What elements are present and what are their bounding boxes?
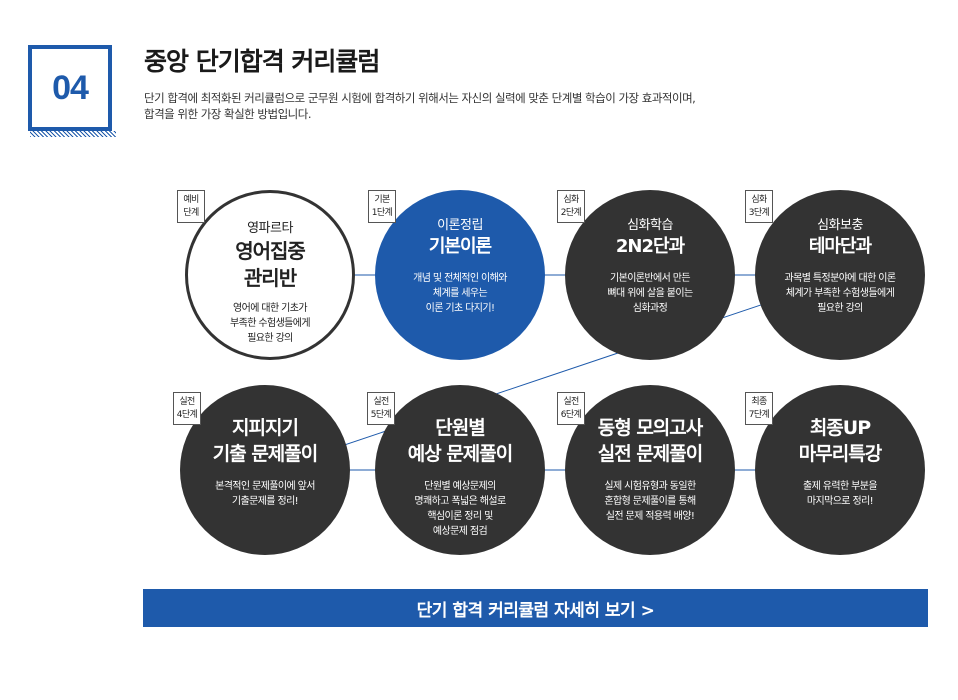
step-title: 테마단과 bbox=[808, 236, 872, 257]
step-5-unit-problems: 단원별 예상 문제풀이 단원별 예상문제의 명쾌하고 폭넓은 해설로 핵심이론 … bbox=[375, 385, 545, 555]
tag-line-1: 기본 bbox=[374, 195, 390, 205]
step-title: 동형 모의고사 실전 문제풀이 bbox=[597, 417, 703, 465]
tag-line-1: 실전 bbox=[563, 397, 579, 407]
tag-line-2: 6단계 bbox=[560, 410, 582, 420]
tag-line-2: 1단계 bbox=[371, 208, 393, 218]
step-tag: 심화 2단계 bbox=[557, 190, 585, 223]
step-6-mock-exam: 동형 모의고사 실전 문제풀이 실제 시험유형과 동일한 혼합형 문제풀이를 통… bbox=[565, 385, 735, 555]
step-title: 지피지기 기출 문제풀이 bbox=[212, 417, 318, 465]
page-title: 중앙 단기합격 커리큘럼 bbox=[144, 47, 380, 76]
step-tag: 실전 5단계 bbox=[367, 392, 395, 425]
step-subtitle: 영파르타 bbox=[247, 221, 293, 236]
tag-line-1: 심화 bbox=[563, 195, 579, 205]
tag-line-1: 심화 bbox=[751, 195, 767, 205]
step-tag: 예비 단계 bbox=[177, 190, 205, 223]
tag-line-2: 4단계 bbox=[176, 410, 198, 420]
step-title: 단원별 예상 문제풀이 bbox=[407, 417, 513, 465]
step-description: 단원별 예상문제의 명쾌하고 폭넓은 해설로 핵심이론 정리 및 예상문제 점검 bbox=[414, 481, 506, 537]
tag-line-1: 예비 bbox=[183, 195, 199, 205]
tag-line-2: 2단계 bbox=[560, 208, 582, 218]
step-prep: 영파르타 영어집중 관리반 영어에 대한 기초가 부족한 수험생들에게 필요한 … bbox=[185, 190, 355, 360]
connector-diagonal bbox=[269, 274, 851, 471]
tag-line-1: 최종 bbox=[751, 397, 767, 407]
curriculum-details-button[interactable]: 단기 합격 커리큘럼 자세히 보기 > bbox=[143, 589, 928, 627]
step-description: 기본이론반에서 만든 뼈대 위에 살을 붙이는 심화과정 bbox=[607, 273, 693, 314]
step-7-final: 최종UP 마무리특강 출제 유력한 부분을 마지막으로 정리! bbox=[755, 385, 925, 555]
step-tag: 실전 4단계 bbox=[173, 392, 201, 425]
step-1-basic: 이론정립 기본이론 개념 및 전체적인 이해와 체계를 세우는 이론 기초 다지… bbox=[375, 190, 545, 360]
description-line-1: 단기 합격에 최적화된 커리큘럼으로 군무원 시험에 합격하기 위해서는 자신의… bbox=[144, 91, 696, 105]
tag-line-2: 3단계 bbox=[748, 208, 770, 218]
tag-line-2: 7단계 bbox=[748, 410, 770, 420]
step-title: 2N2단과 bbox=[615, 236, 685, 257]
tag-line-2: 단계 bbox=[183, 208, 199, 218]
step-2-advanced: 심화학습 2N2단과 기본이론반에서 만든 뼈대 위에 살을 붙이는 심화과정 bbox=[565, 190, 735, 360]
step-description: 개념 및 전체적인 이해와 체계를 세우는 이론 기초 다지기! bbox=[413, 273, 507, 314]
section-description: 단기 합격에 최적화된 커리큘럼으로 군무원 시험에 합격하기 위해서는 자신의… bbox=[144, 90, 844, 122]
step-description: 실제 시험유형과 동일한 혼합형 문제풀이를 통해 실전 문제 적용력 배양! bbox=[604, 481, 696, 522]
step-description: 과목별 특정분야에 대한 이론 체계가 부족한 수험생들에게 필요한 강의 bbox=[784, 273, 897, 314]
description-line-2: 합격을 위한 가장 확실한 방법입니다. bbox=[144, 107, 311, 121]
step-subtitle: 심화학습 bbox=[627, 218, 673, 233]
step-tag: 기본 1단계 bbox=[368, 190, 396, 223]
step-4-past-exams: 지피지기 기출 문제풀이 본격적인 문제풀이에 앞서 기출문제를 정리! bbox=[180, 385, 350, 555]
section-number-hatch bbox=[30, 131, 116, 137]
tag-line-1: 실전 bbox=[373, 397, 389, 407]
step-title: 기본이론 bbox=[428, 236, 492, 257]
step-3-supplement: 심화보충 테마단과 과목별 특정분야에 대한 이론 체계가 부족한 수험생들에게… bbox=[755, 190, 925, 360]
step-tag: 실전 6단계 bbox=[557, 392, 585, 425]
tag-line-1: 실전 bbox=[179, 397, 195, 407]
step-description: 본격적인 문제풀이에 앞서 기출문제를 정리! bbox=[215, 481, 315, 507]
step-tag: 최종 7단계 bbox=[745, 392, 773, 425]
step-description: 출제 유력한 부분을 마지막으로 정리! bbox=[803, 481, 878, 507]
section-number-box: 04 bbox=[28, 45, 112, 131]
step-subtitle: 이론정립 bbox=[437, 218, 483, 233]
step-title: 최종UP 마무리특강 bbox=[798, 417, 882, 465]
step-subtitle: 심화보충 bbox=[817, 218, 863, 233]
section-number: 04 bbox=[52, 68, 89, 107]
step-description: 영어에 대한 기초가 부족한 수험생들에게 필요한 강의 bbox=[230, 303, 311, 344]
step-tag: 심화 3단계 bbox=[745, 190, 773, 223]
tag-line-2: 5단계 bbox=[370, 410, 392, 420]
step-title: 영어집중 관리반 bbox=[235, 239, 306, 290]
